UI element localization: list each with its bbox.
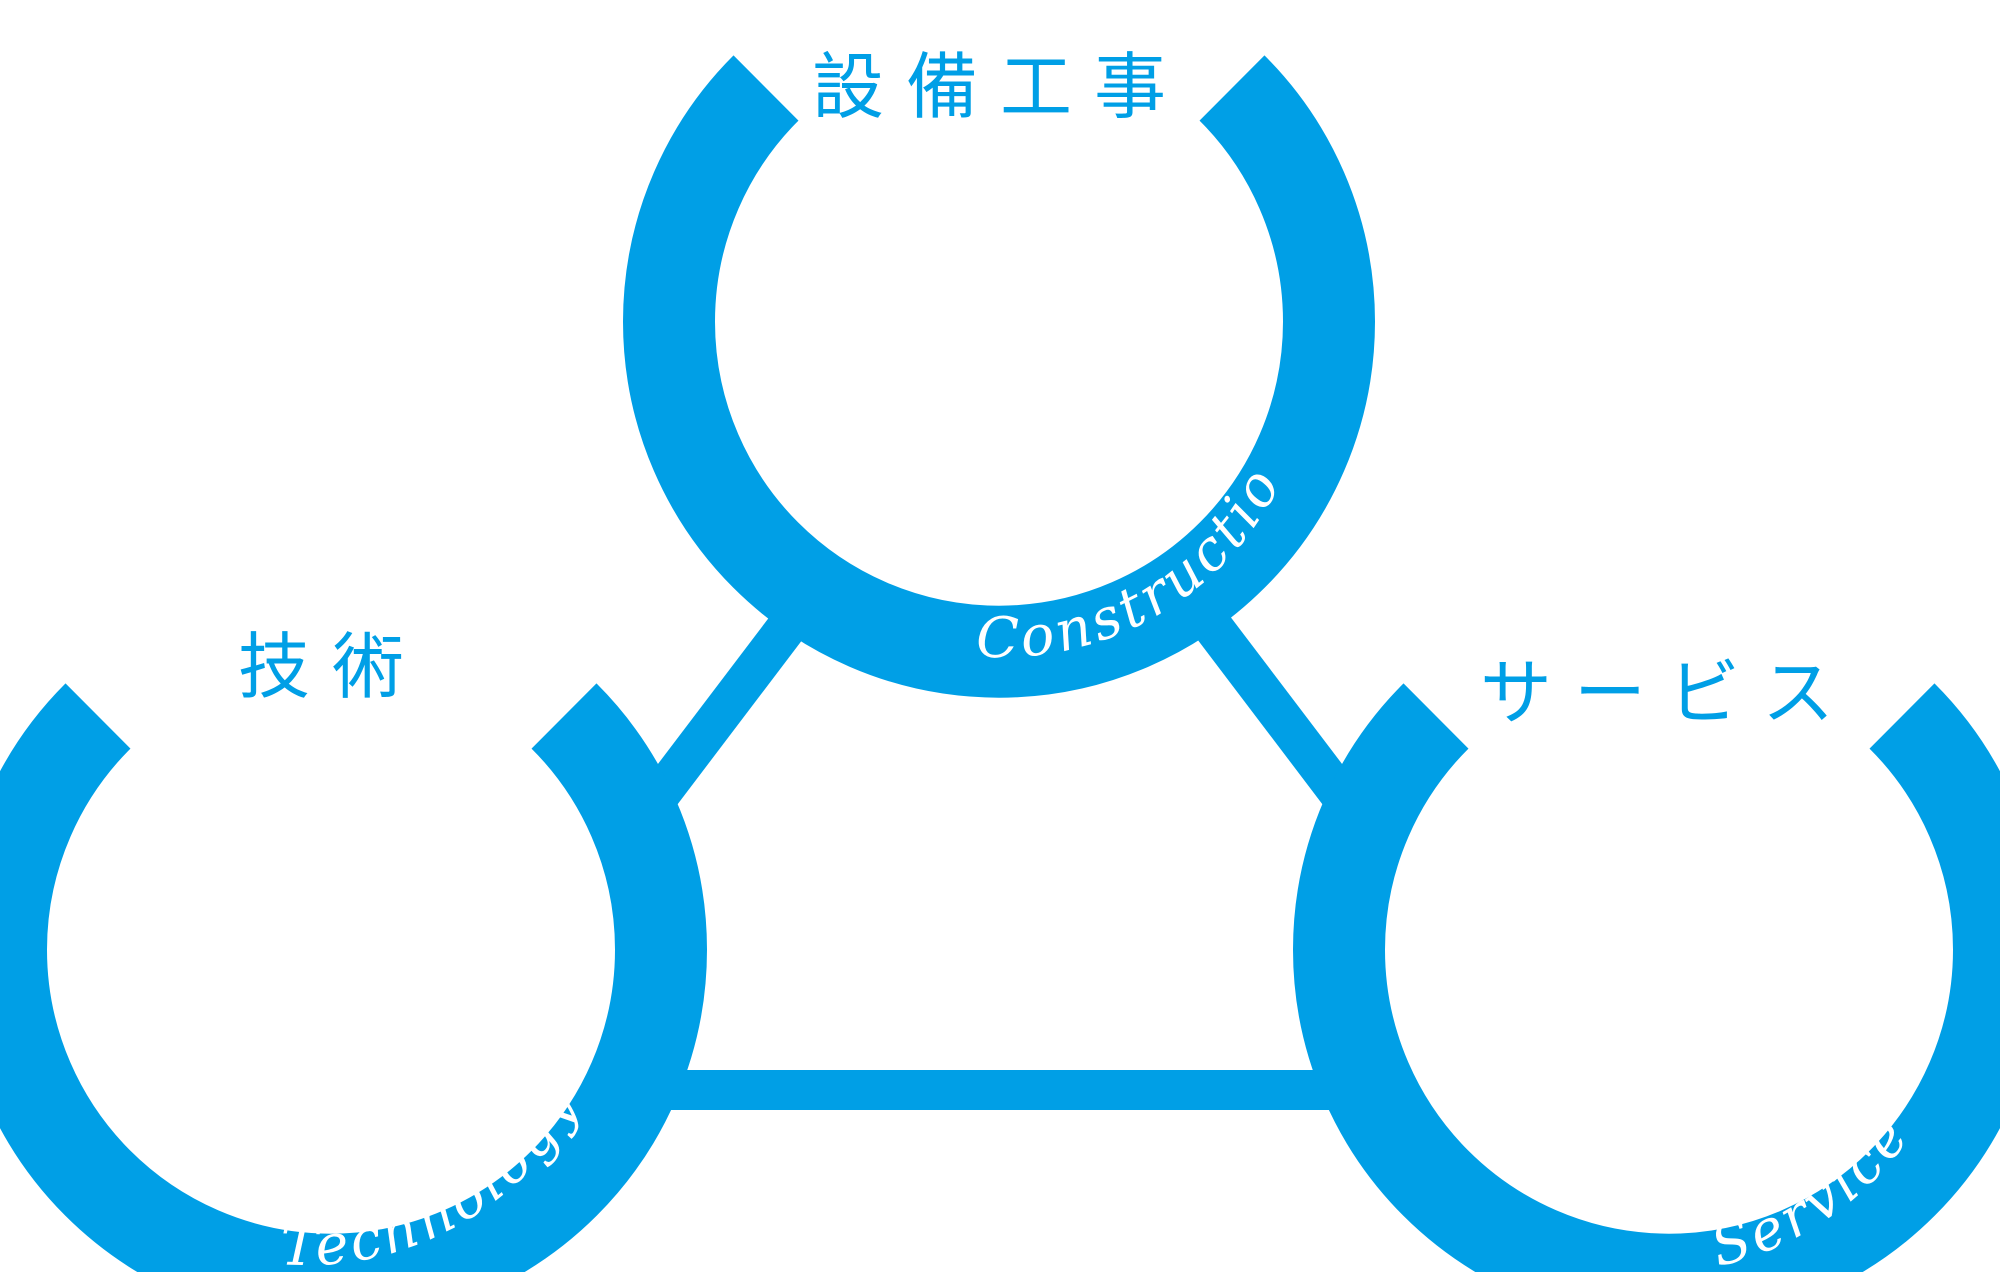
ring-service: [1293, 683, 2000, 1272]
ring-construction: [623, 55, 1375, 698]
node-service: サービス Service: [1293, 651, 2000, 1272]
ring-technology: [0, 683, 707, 1272]
node-construction: 設備工事 Construction: [0, 0, 1375, 698]
title-construction: 設備工事: [812, 45, 1188, 129]
title-technology: 技術: [238, 625, 426, 709]
title-service: サービス: [1480, 651, 1856, 735]
node-technology: 技術 Technology: [0, 625, 707, 1272]
